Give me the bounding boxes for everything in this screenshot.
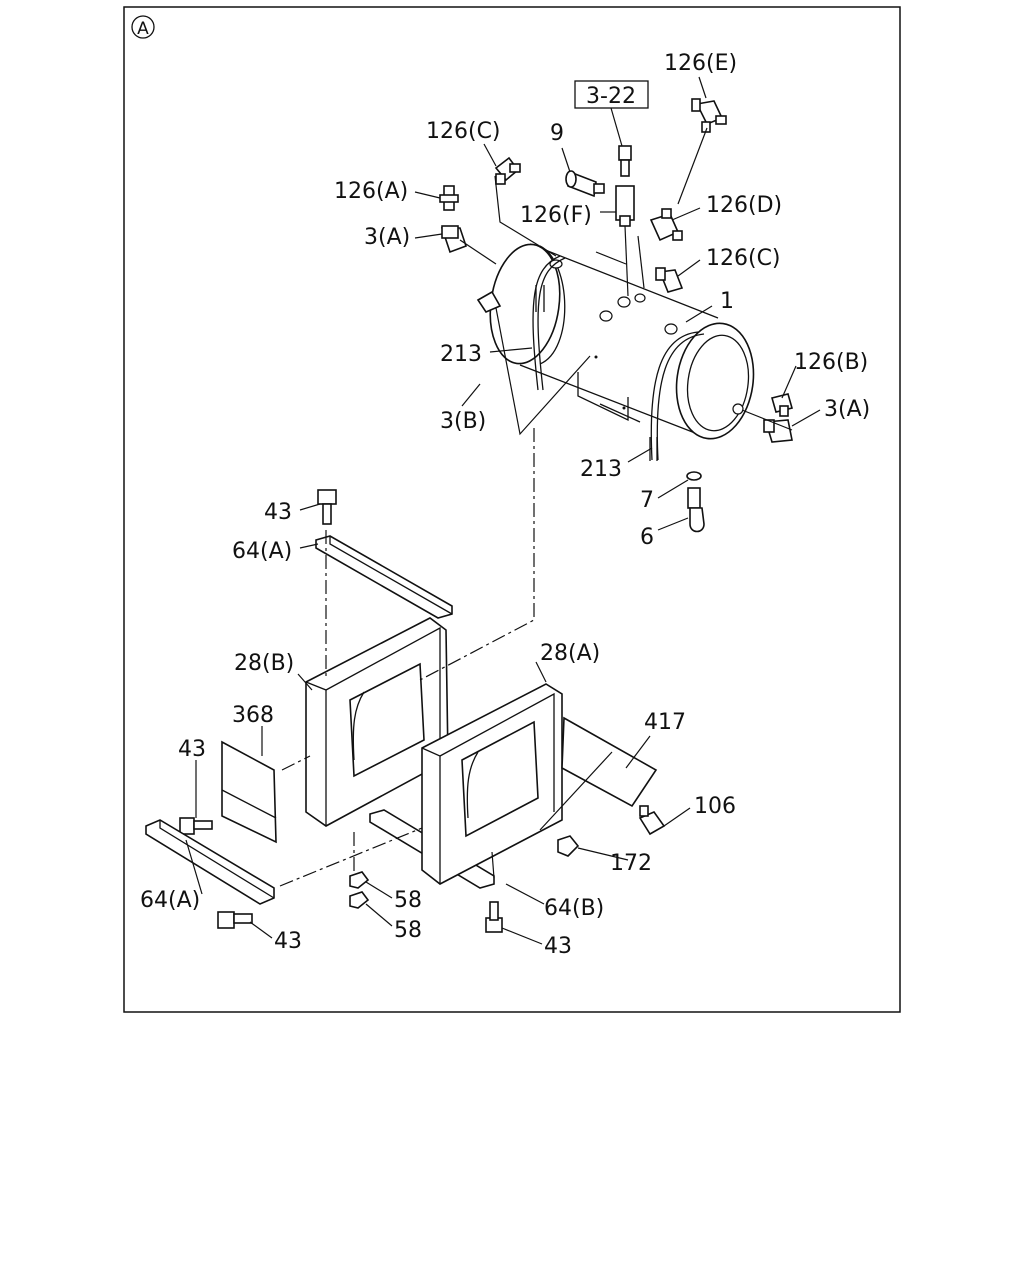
label-43-left: 43: [178, 737, 206, 762]
section-marker-letter: A: [137, 19, 149, 39]
ref-box-text: 3-22: [586, 84, 636, 109]
fitting-3a-left: [440, 225, 468, 254]
pressure-switch-9: [565, 170, 605, 198]
nut-58-lower: [349, 891, 370, 909]
label-126e: 126(E): [664, 51, 737, 76]
label-368: 368: [232, 703, 274, 728]
fitting-126e: [691, 98, 727, 133]
diagram-frame: [123, 6, 901, 1013]
washer-7: [686, 471, 702, 481]
label-213-left: 213: [440, 342, 482, 367]
bolt-43-bottom-left: [217, 911, 253, 929]
label-126f: 126(F): [520, 203, 592, 228]
label-43-top: 43: [264, 500, 292, 525]
rail-64a-top: [315, 535, 453, 619]
label-28a: 28(A): [540, 641, 600, 666]
leader-lines: [279, 127, 793, 887]
label-58-lower: 58: [394, 918, 422, 943]
fitting-126c-right: [655, 267, 684, 293]
tank-strap-right: [650, 331, 699, 461]
label-3a-left: 3(A): [364, 225, 410, 250]
label-9: 9: [550, 121, 564, 146]
ref-box: 3-22: [574, 80, 649, 109]
fitting-126f: [615, 145, 635, 227]
label-172: 172: [610, 851, 652, 876]
label-43-bottom-left: 43: [274, 929, 302, 954]
air-tank: [489, 243, 755, 461]
fitting-3a-right: [763, 419, 793, 443]
fitting-3b: [476, 290, 502, 313]
label-417: 417: [644, 710, 686, 735]
label-126c-top: 126(C): [426, 119, 501, 144]
label-106: 106: [694, 794, 736, 819]
plate-368: [221, 740, 277, 844]
label-3b: 3(B): [440, 409, 486, 434]
label-213-right: 213: [580, 457, 622, 482]
section-marker: A: [131, 15, 155, 39]
label-28b: 28(B): [234, 651, 294, 676]
label-6: 6: [640, 525, 654, 550]
callout-leaders: [185, 76, 821, 945]
label-43-bottom-mid: 43: [544, 934, 572, 959]
bracket-28b: [305, 617, 449, 827]
label-64a-top: 64(A): [232, 539, 292, 564]
plate-417: [561, 716, 658, 808]
drain-valve-6: [687, 487, 705, 533]
fitting-126a: [439, 185, 459, 211]
label-126c-right: 126(C): [706, 246, 781, 271]
label-126a: 126(A): [334, 179, 408, 204]
label-58-upper: 58: [394, 888, 422, 913]
tank-strap-left: [532, 255, 561, 391]
fitting-126b: [771, 393, 793, 417]
bolt-43-left: [179, 817, 213, 835]
fitting-126c-top: [494, 156, 521, 185]
bolt-43-bottom-mid: [485, 901, 503, 933]
label-1: 1: [720, 289, 734, 314]
label-7: 7: [640, 488, 654, 513]
rail-64a-bottom: [145, 819, 275, 905]
label-64a-bottom: 64(A): [140, 888, 200, 913]
nut-172: [557, 835, 580, 857]
label-64b: 64(B): [544, 896, 604, 921]
label-126d: 126(D): [706, 193, 782, 218]
bracket-28a: [421, 683, 563, 885]
label-126b: 126(B): [794, 350, 868, 375]
label-3a-right: 3(A): [824, 397, 870, 422]
bolt-43-top: [317, 489, 337, 525]
nut-58-upper: [349, 871, 370, 889]
fitting-106: [638, 805, 666, 836]
fitting-126d: [649, 208, 683, 242]
